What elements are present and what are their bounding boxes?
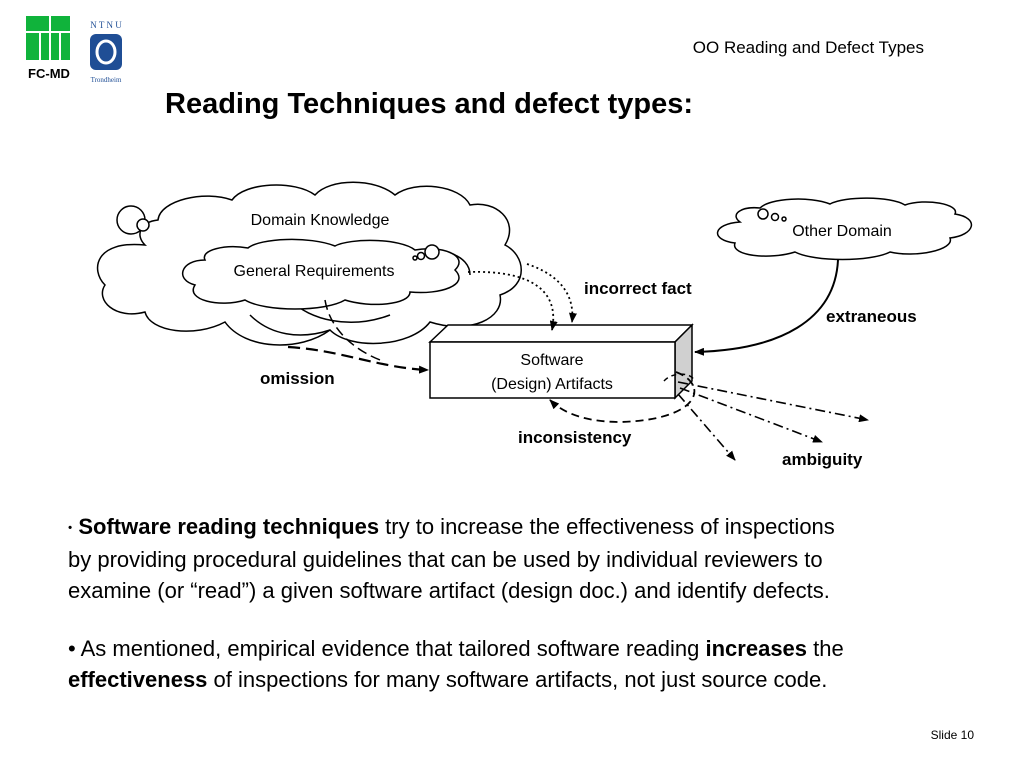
- inconsistency-label: inconsistency: [518, 428, 632, 447]
- omission-arrow: [287, 345, 429, 374]
- fcmd-logo: [26, 16, 70, 60]
- domain-knowledge-label: Domain Knowledge: [251, 212, 390, 229]
- ambiguity-label: ambiguity: [782, 450, 863, 469]
- slide-title: Reading Techniques and defect types:: [165, 88, 694, 120]
- box-label-line2: (Design) Artifacts: [491, 376, 613, 393]
- incorrect-fact-arrow-2: [526, 263, 577, 323]
- other-domain-label: Other Domain: [792, 223, 892, 240]
- ambiguity-arrow-2: [679, 387, 823, 443]
- incorrect-fact-label: incorrect fact: [584, 279, 692, 298]
- para1-line1-rest: try to increase the effectiveness of ins…: [379, 514, 835, 539]
- paragraph-empirical-evidence: • As mentioned, empirical evidence that …: [68, 633, 998, 695]
- para1-line2: by providing procedural guidelines that …: [68, 546, 823, 572]
- slide-number: Slide 10: [930, 728, 974, 742]
- software-artifacts-box: [428, 323, 694, 400]
- inconsistency-loop-small: [663, 373, 695, 382]
- other-domain-cloud: [716, 197, 973, 261]
- inconsistency-arrow: [549, 371, 696, 423]
- fcmd-logo-text: FC-MD: [28, 66, 70, 81]
- para1-bold: Software reading techniques: [78, 514, 380, 539]
- ntnu-logo-text: N T N U: [90, 20, 122, 30]
- omission-label: omission: [260, 369, 335, 388]
- ambiguity-arrow-3: [677, 393, 736, 461]
- para2-bold-effectiveness: effectiveness: [68, 667, 208, 692]
- ambiguity-arrow-1: [677, 381, 869, 423]
- para1-line3: examine (or “read”) a given software art…: [68, 577, 830, 603]
- incorrect-fact-arrow-1: [467, 271, 558, 331]
- header-title: OO Reading and Defect Types: [692, 38, 924, 57]
- para2-line1: • As mentioned, empirical evidence that …: [68, 633, 998, 664]
- para2-line2-rest: of inspections for many software artifac…: [207, 667, 828, 692]
- extraneous-arrow: [694, 259, 839, 356]
- omission-arrow-tail: [324, 299, 381, 361]
- box-label-line1: Software: [520, 352, 583, 369]
- para1-line1: • Software reading techniques try to inc…: [68, 511, 998, 544]
- para2-line1-end: the: [807, 636, 844, 661]
- extraneous-label: extraneous: [826, 307, 917, 326]
- general-requirements-cloud: [181, 238, 460, 310]
- general-requirements-label: General Requirements: [234, 263, 395, 280]
- para2-line1-start: • As mentioned, empirical evidence that …: [68, 636, 706, 661]
- ntnu-logo-subtext: Trondheim: [91, 76, 122, 84]
- bullet: •: [68, 520, 73, 535]
- paragraph-software-reading: • Software reading techniques try to inc…: [68, 511, 998, 606]
- ntnu-logo: N T N U Trondheim: [90, 20, 122, 84]
- para2-line2: effectiveness of inspections for many so…: [68, 664, 998, 695]
- para2-bold-increases: increases: [705, 636, 808, 661]
